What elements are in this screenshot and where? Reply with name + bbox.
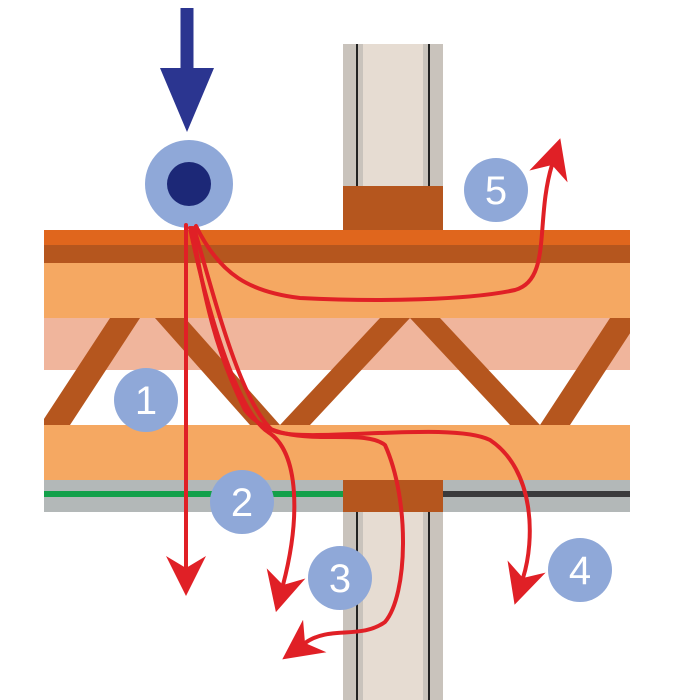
ceiling-strip-right: [443, 491, 630, 497]
floor-top-layer: [44, 245, 630, 263]
joist-top-chord: [44, 263, 630, 318]
floor-assembly: [44, 230, 630, 512]
path-label-text: 3: [329, 557, 351, 601]
input-arrow-icon: [160, 8, 214, 132]
web-diagonal: [410, 318, 540, 425]
impact-source-icon: [145, 140, 233, 228]
web-diagonal: [540, 318, 630, 425]
web-diagonal: [44, 318, 140, 425]
path-label-text: 4: [569, 549, 591, 593]
path-label-1: 1: [114, 368, 178, 432]
path-label-circle: [464, 158, 528, 222]
ceiling-strip-left: [44, 491, 343, 497]
path-label-circle: [114, 368, 178, 432]
transmission-paths: [166, 138, 568, 660]
path-labels: 1 2 3 4 5: [114, 158, 612, 610]
path-label-2: 2: [210, 470, 274, 534]
path-label-circle: [548, 538, 612, 602]
path-label-text: 2: [231, 481, 253, 525]
path-label-circle: [210, 470, 274, 534]
impact-source-inner: [167, 162, 211, 206]
path-label-circle: [308, 546, 372, 610]
web-diagonal: [280, 318, 410, 425]
path-4-line: [192, 226, 546, 605]
path-5-line: [194, 138, 568, 302]
path-label-5: 5: [464, 158, 528, 222]
path-3-line: [190, 226, 405, 660]
path-label-3: 3: [308, 546, 372, 610]
path-label-4: 4: [548, 538, 612, 602]
cavity-band: [44, 318, 630, 370]
path-label-text: 1: [135, 379, 157, 423]
column-upper-inner: [363, 44, 423, 196]
column-block-top: [343, 186, 443, 232]
column-block-bottom: [343, 480, 443, 512]
path-label-text: 5: [485, 169, 507, 213]
input-arrow-head: [160, 68, 214, 132]
